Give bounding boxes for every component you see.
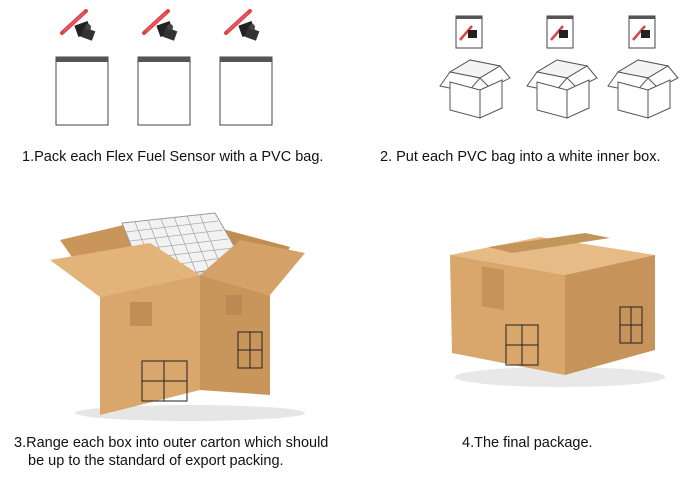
pvc-bag-icon xyxy=(219,56,273,126)
pvc-bag-icon xyxy=(454,14,484,50)
panel-final-package xyxy=(440,225,670,395)
final-carton-icon xyxy=(450,233,665,387)
pvc-bag-icon xyxy=(545,14,575,50)
flex-fuel-sensor-icon xyxy=(142,9,180,43)
panel-pack-sensor xyxy=(40,5,330,135)
pvc-bag-group xyxy=(55,9,273,126)
inner-box-icon xyxy=(526,59,598,119)
step-3-caption-line1: 3.Range each box into outer carton which… xyxy=(14,435,329,451)
inner-box-group xyxy=(439,14,679,119)
inner-box-icon xyxy=(439,59,511,119)
step-4-caption: 4.The final package. xyxy=(462,435,593,451)
step-3-caption-line2: be up to the standard of export packing. xyxy=(28,453,284,469)
pvc-bag-icon xyxy=(55,56,109,126)
step-1-caption: 1.Pack each Flex Fuel Sensor with a PVC … xyxy=(22,149,324,165)
flex-fuel-sensor-icon xyxy=(224,9,262,43)
pvc-bag-icon xyxy=(627,14,657,50)
panel-outer-carton xyxy=(40,185,320,425)
outer-carton-icon xyxy=(50,212,305,421)
handling-symbols-icon xyxy=(505,306,643,366)
flex-fuel-sensor-icon xyxy=(60,9,98,43)
inner-box-icon xyxy=(607,59,679,119)
panel-inner-box xyxy=(430,10,680,125)
handling-symbols-icon xyxy=(141,331,263,402)
step-2-caption: 2. Put each PVC bag into a white inner b… xyxy=(380,149,661,165)
pvc-bag-icon xyxy=(137,56,191,126)
